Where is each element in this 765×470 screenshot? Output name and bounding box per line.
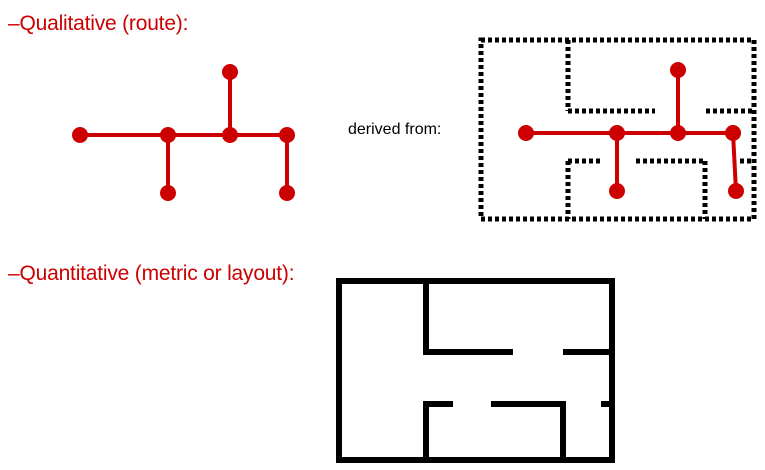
qualitative-bullet: –: [8, 12, 20, 35]
overlay-route-node: [670, 125, 686, 141]
dotted-floorplan: [478, 37, 757, 222]
overlay-route-node: [670, 62, 686, 78]
quantitative-heading-text: Quantitative (metric or layout):: [19, 262, 295, 285]
dotted-outer-wall: [478, 37, 757, 222]
overlay-route-graph: [518, 62, 744, 199]
route-node: [160, 185, 176, 201]
overlay-route-node: [725, 125, 741, 141]
qualitative-heading: –Qualitative (route):: [8, 12, 188, 36]
route-node: [72, 127, 88, 143]
derived-from-label: derived from:: [348, 121, 442, 138]
overlay-route-node: [518, 125, 534, 141]
overlay-route-node: [609, 183, 625, 199]
route-node: [279, 127, 295, 143]
overlay-route-edge-down-right: [731, 132, 738, 192]
route-node: [222, 64, 238, 80]
route-node: [279, 185, 295, 201]
route-node: [222, 127, 238, 143]
quantitative-heading: –Quantitative (metric or layout):: [8, 262, 295, 286]
metric-outer-wall: [336, 278, 615, 463]
qualitative-heading-text: Qualitative (route):: [19, 12, 189, 35]
metric-floorplan: [336, 278, 615, 463]
quantitative-bullet: –: [8, 262, 20, 285]
route-graph: [72, 64, 295, 201]
overlay-route-node: [609, 125, 625, 141]
route-node: [160, 127, 176, 143]
overlay-route-node: [728, 183, 744, 199]
